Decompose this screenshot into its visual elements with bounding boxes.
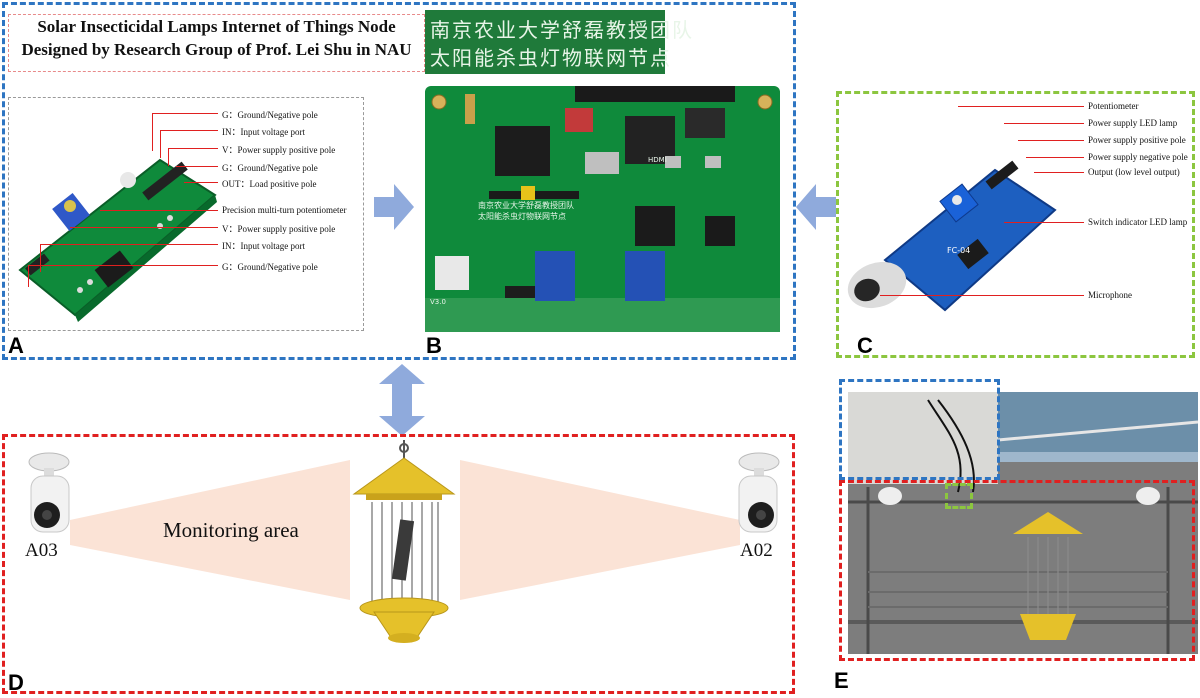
panel-letter-a: A bbox=[8, 333, 24, 358]
callout-a-3v bbox=[168, 148, 169, 166]
label-a-1: G：Ground/Negative pole bbox=[222, 110, 318, 120]
label-a-2: IN：Input voltage port bbox=[222, 127, 305, 137]
camera-a02-icon bbox=[738, 452, 780, 533]
camera-a03-label: A03 bbox=[25, 540, 58, 561]
chinese-banner-line-1: 南京农业大学舒磊教授团队 bbox=[430, 18, 694, 42]
monitoring-area-label: Monitoring area bbox=[163, 518, 299, 542]
panel-e-green-marker bbox=[945, 483, 973, 509]
panel-ab-frame bbox=[2, 2, 796, 360]
callout-a-8v bbox=[40, 244, 41, 272]
chinese-banner bbox=[425, 10, 665, 74]
monitoring-cones bbox=[70, 460, 740, 600]
callout-a-3 bbox=[168, 148, 218, 149]
label-a-4: G：Ground/Negative pole bbox=[222, 163, 318, 173]
label-c-1: Potentiometer bbox=[1088, 101, 1139, 111]
panel-letter-e: E bbox=[834, 668, 849, 693]
label-c-2: Power supply LED lamp bbox=[1088, 118, 1178, 128]
label-c-3: Power supply positive pole bbox=[1088, 135, 1186, 145]
callout-a-5 bbox=[184, 182, 218, 183]
callout-a-9 bbox=[28, 265, 218, 266]
callout-c-2 bbox=[1004, 123, 1084, 124]
panel-d-frame bbox=[2, 434, 795, 694]
callout-a-1v bbox=[152, 113, 153, 151]
panel-letter-b: B bbox=[426, 333, 442, 358]
label-c-5: Output (low level output) bbox=[1088, 167, 1180, 177]
callout-a-6 bbox=[100, 210, 218, 211]
callout-a-7 bbox=[70, 227, 218, 228]
label-a-7: V：Power supply positive pole bbox=[222, 224, 336, 234]
panel-e-red-frame bbox=[839, 480, 1195, 661]
label-a-5: OUT：Load positive pole bbox=[222, 179, 317, 189]
label-a-9: G：Ground/Negative pole bbox=[222, 262, 318, 272]
panel-a-frame bbox=[8, 97, 364, 331]
chinese-banner-line-2: 太阳能杀虫灯物联网节点 bbox=[430, 46, 672, 70]
module-c-board bbox=[847, 160, 1057, 312]
callout-c-4 bbox=[1026, 157, 1084, 158]
callout-c-1 bbox=[958, 106, 1084, 107]
pcb-b-version: V3.0 bbox=[430, 298, 446, 306]
arrow-b-d-bidirectional bbox=[379, 364, 425, 436]
arrow-c-to-b bbox=[796, 184, 836, 230]
camera-a02-label: A02 bbox=[740, 540, 773, 561]
callout-a-2v bbox=[160, 130, 161, 158]
callout-a-8 bbox=[40, 244, 218, 245]
label-c-4: Power supply negative pole bbox=[1088, 152, 1188, 162]
callout-a-2 bbox=[160, 130, 218, 131]
pcb-b-silk-1: 南京农业大学舒磊教授团队 bbox=[478, 201, 574, 210]
panel-letter-d: D bbox=[8, 670, 24, 695]
insecticidal-lamp bbox=[352, 440, 456, 643]
pcb-b-hdmi: HDMI bbox=[648, 156, 667, 164]
callout-a-9v bbox=[28, 265, 29, 287]
pcb-b-silk-2: 太阳能杀虫灯物联网节点 bbox=[478, 212, 566, 221]
callout-c-7 bbox=[880, 295, 1084, 296]
title-line-2: Designed by Research Group of Prof. Lei … bbox=[21, 40, 412, 59]
arrow-a-to-b bbox=[374, 184, 414, 230]
figure-title: Solar Insecticidal Lamps Internet of Thi… bbox=[8, 14, 425, 72]
callout-c-6 bbox=[1004, 222, 1084, 223]
label-c-7: Microphone bbox=[1088, 290, 1132, 300]
pcb-b-components bbox=[425, 86, 780, 332]
label-c-6: Switch indicator LED lamp bbox=[1088, 217, 1188, 227]
label-a-8: IN：Input voltage port bbox=[222, 241, 305, 251]
module-c-chip-label: FC-04 bbox=[947, 246, 971, 255]
callout-a-1 bbox=[152, 113, 218, 114]
camera-a03-icon bbox=[28, 452, 70, 533]
callout-a-4 bbox=[176, 166, 218, 167]
title-line-1: Solar Insecticidal Lamps Internet of Thi… bbox=[37, 17, 396, 36]
module-a-board bbox=[18, 158, 217, 322]
callout-c-3 bbox=[1018, 140, 1084, 141]
panel-e-blue-frame bbox=[839, 379, 1000, 480]
label-a-6: Precision multi-turn potentiometer bbox=[222, 205, 347, 215]
panel-letter-c: C bbox=[857, 333, 873, 358]
label-a-3: V：Power supply positive pole bbox=[222, 145, 336, 155]
panel-c-frame bbox=[836, 91, 1195, 358]
callout-c-5 bbox=[1034, 172, 1084, 173]
